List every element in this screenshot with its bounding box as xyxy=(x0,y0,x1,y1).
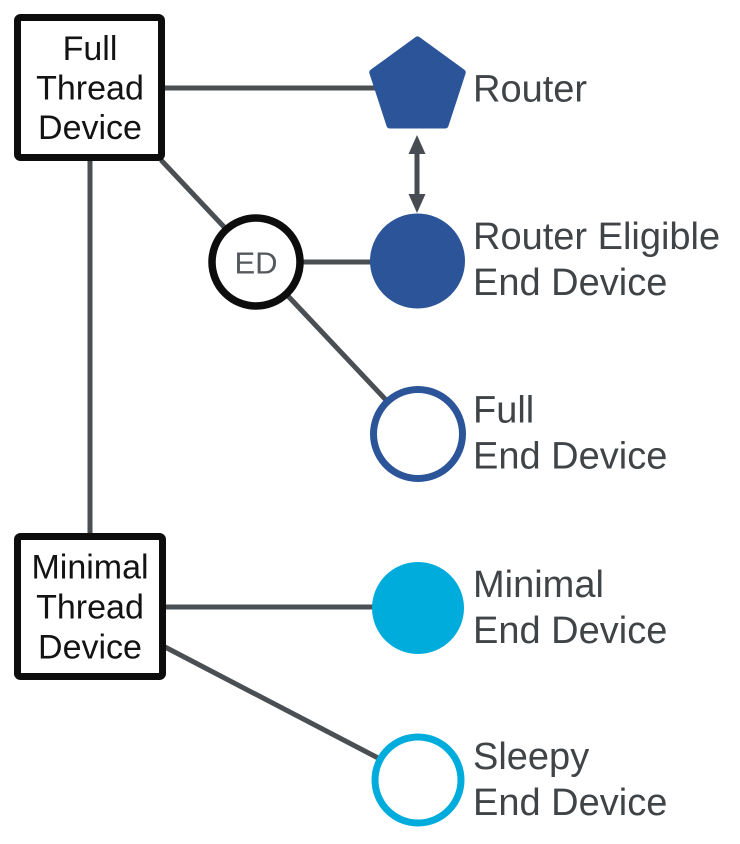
edge-minimal-thread-device-to-sleepy-end-device xyxy=(163,644,382,762)
full-thread-device-box xyxy=(14,14,165,161)
full-thread-device-label-line-2: Thread xyxy=(36,70,144,108)
router-eligible-end-device-node: Router Eligible End Device xyxy=(370,213,720,309)
edge-ed-to-full-end-device xyxy=(286,294,388,402)
end-device-badge-node: ED xyxy=(208,214,304,310)
router-node: Router xyxy=(369,36,587,129)
minimal-end-device-label-line-1: Minimal xyxy=(473,564,604,606)
full-end-device-node: Full End Device xyxy=(370,386,667,482)
minimal-thread-device-label-line-3: Device xyxy=(38,629,142,667)
minimal-thread-device-box xyxy=(14,533,166,680)
full-end-device-circle-icon xyxy=(370,386,466,482)
minimal-thread-device-label-line-1: Minimal xyxy=(31,549,148,587)
router-eligible-end-device-circle-icon xyxy=(370,213,465,309)
router-label: Router xyxy=(473,69,587,111)
minimal-thread-device-node: Minimal Thread Device xyxy=(14,533,166,680)
router-eligible-end-device-label-line-1: Router Eligible xyxy=(473,216,720,258)
bidirectional-arrow-head-down xyxy=(408,194,426,213)
minimal-end-device-circle-icon xyxy=(372,562,464,654)
sleepy-end-device-label-line-2: End Device xyxy=(473,782,667,824)
router-pentagon-icon xyxy=(369,36,466,129)
sleepy-end-device-node: Sleepy End Device xyxy=(371,733,667,827)
ed-label: ED xyxy=(234,246,277,281)
minimal-end-device-node: Minimal End Device xyxy=(372,562,667,654)
full-end-device-label-line-2: End Device xyxy=(473,436,667,478)
sleepy-end-device-circle-icon xyxy=(371,733,465,827)
bidirectional-arrow-icon xyxy=(408,135,426,213)
full-end-device-label-line-1: Full xyxy=(473,390,534,432)
ed-circle-icon xyxy=(208,214,304,310)
minimal-thread-device-label-line-2: Thread xyxy=(36,589,144,627)
router-eligible-end-device-label-line-2: End Device xyxy=(473,262,667,304)
full-thread-device-node: Full Thread Device xyxy=(14,14,165,161)
bidirectional-arrow-head-up xyxy=(408,135,426,154)
minimal-end-device-label-line-2: End Device xyxy=(473,610,667,652)
edge-full-thread-device-to-ed xyxy=(159,158,228,231)
full-thread-device-label-line-3: Device xyxy=(38,109,142,147)
edge-group xyxy=(87,85,388,762)
full-thread-device-label-line-1: Full xyxy=(63,30,118,68)
sleepy-end-device-label-line-1: Sleepy xyxy=(473,736,589,778)
